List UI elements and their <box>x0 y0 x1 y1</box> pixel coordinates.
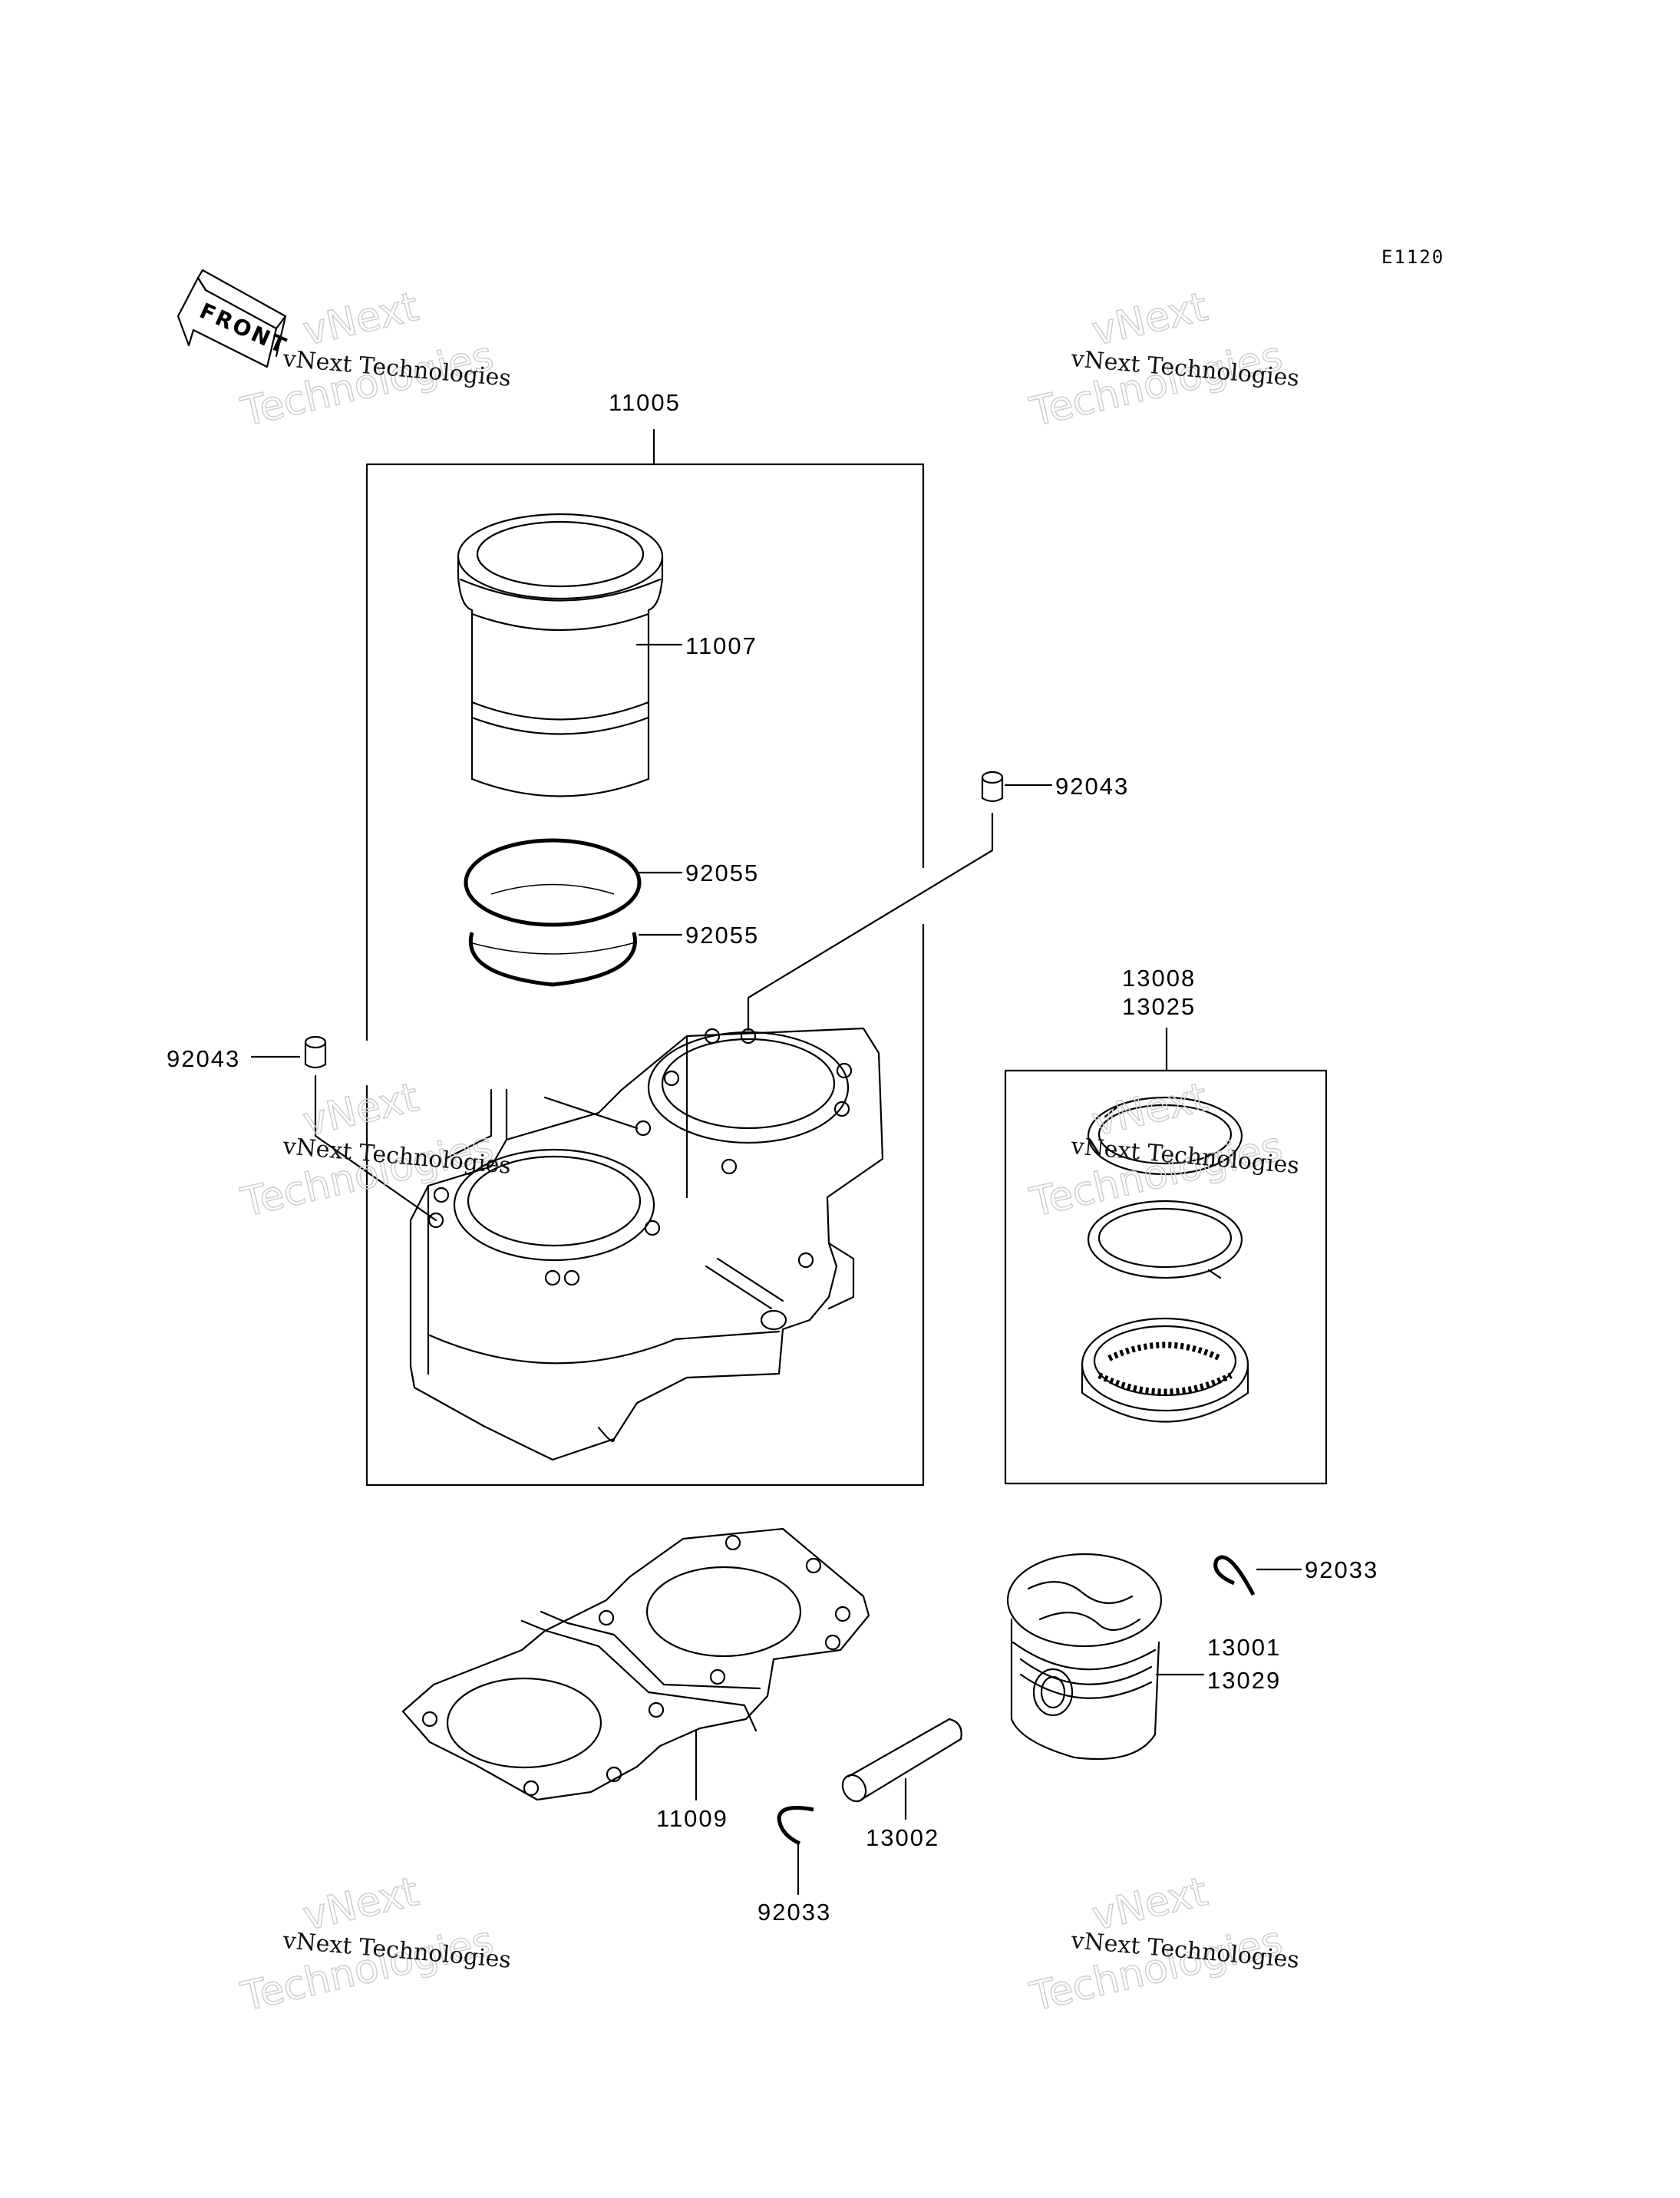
label-13001: 13001 <box>1207 1634 1281 1661</box>
circlip-right <box>1213 1555 1256 1596</box>
label-92043-right: 92043 <box>1055 773 1129 800</box>
svg-text:vNext: vNext <box>1088 284 1212 355</box>
diagram-code: E1120 <box>1381 246 1444 268</box>
label-11005: 11005 <box>609 389 681 416</box>
label-13002: 13002 <box>866 1824 939 1851</box>
svg-text:vNext: vNext <box>299 284 423 355</box>
watermark-6: vNext Technologies vNext Technologies <box>1025 1868 1301 2021</box>
svg-text:vNext: vNext <box>1088 1074 1212 1146</box>
piston <box>1006 1553 1163 1761</box>
label-92055-upper: 92055 <box>685 860 759 886</box>
label-92033-bottom: 92033 <box>757 1899 831 1926</box>
ring-oil <box>1081 1317 1249 1423</box>
watermark-4: vNext Technologies vNext Technologies <box>1025 1074 1301 1226</box>
svg-text:vNext: vNext <box>1088 1869 1212 1940</box>
watermark-3: vNext Technologies vNext Technologies <box>236 1074 513 1226</box>
front-arrow-icon: FRONT <box>177 269 292 368</box>
dowel-left <box>304 1035 327 1069</box>
o-ring-lower <box>468 932 637 987</box>
o-ring-upper <box>464 838 642 927</box>
label-11009: 11009 <box>656 1805 728 1832</box>
watermark-2: vNext Technologies vNext Technologies <box>1025 283 1301 436</box>
label-92055-lower: 92055 <box>685 922 759 949</box>
cylinder-block <box>409 1027 884 1461</box>
watermark-1: vNext Technologies vNext Technologies <box>236 283 513 436</box>
cylinder-sleeve <box>457 513 664 797</box>
label-13025: 13025 <box>1122 993 1196 1020</box>
circlip-bottom <box>777 1806 814 1846</box>
front-arrow-text: FRONT <box>196 298 292 359</box>
watermark-5: vNext Technologies vNext Technologies <box>236 1868 513 2021</box>
label-11007: 11007 <box>685 632 757 659</box>
cylinder-assy-box <box>365 428 925 1487</box>
ring-second <box>1087 1200 1243 1279</box>
label-92033-right: 92033 <box>1305 1556 1378 1583</box>
label-13008: 13008 <box>1122 965 1196 992</box>
ring-top <box>1087 1096 1243 1176</box>
svg-text:vNext: vNext <box>299 1074 423 1146</box>
label-13029: 13029 <box>1207 1667 1281 1694</box>
svg-text:vNext: vNext <box>299 1869 423 1940</box>
dowel-right <box>981 771 1004 803</box>
label-92043-left: 92043 <box>167 1045 240 1072</box>
base-gasket <box>401 1527 870 1801</box>
ring-set-box <box>1004 1027 1328 1485</box>
piston-pin <box>841 1718 962 1803</box>
